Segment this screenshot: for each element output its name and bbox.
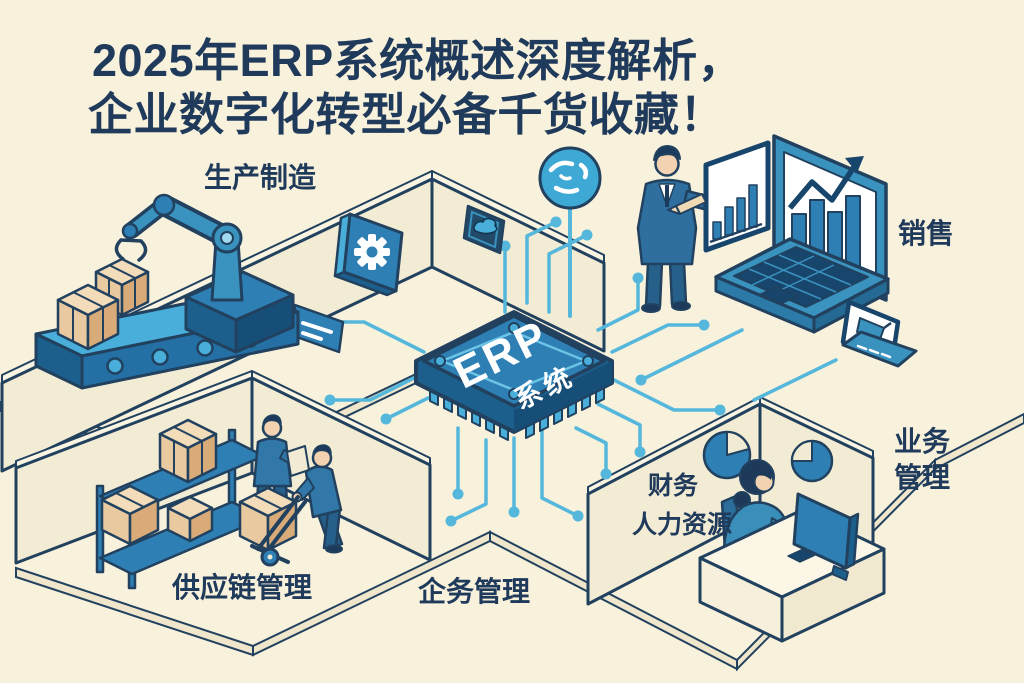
label-supply-chain: 供应链管理 bbox=[172, 572, 313, 603]
title-line-1: 2025年ERP系统概述深度解析， bbox=[92, 35, 744, 86]
warehouse-vignette bbox=[95, 414, 344, 590]
label-human-resources: 人力资源 bbox=[632, 511, 733, 539]
shop-laptop bbox=[840, 299, 918, 368]
bar-chart-icon bbox=[791, 195, 861, 272]
globe-icon bbox=[538, 146, 602, 210]
erp-chip bbox=[414, 310, 614, 441]
hair bbox=[653, 145, 681, 161]
carton-box-icon bbox=[238, 486, 298, 552]
carton-box-icon bbox=[94, 257, 150, 317]
wall-warehouse-right-face bbox=[250, 376, 432, 562]
circuit-traces bbox=[316, 208, 838, 527]
tie bbox=[665, 185, 669, 207]
pie-chart-icon bbox=[702, 430, 752, 480]
gripper bbox=[114, 238, 148, 262]
gear-plaque bbox=[333, 212, 404, 297]
cloud-plaque bbox=[462, 204, 506, 255]
cloud-icon bbox=[473, 217, 498, 235]
robot-arm-icon bbox=[114, 193, 244, 302]
hand-truck bbox=[238, 486, 307, 567]
laptop bbox=[714, 134, 890, 334]
trousers bbox=[644, 260, 664, 308]
conveyor-end bbox=[34, 332, 84, 390]
label-manufacturing: 生产制造 bbox=[204, 162, 317, 193]
warehouse-worker-pushing bbox=[291, 444, 344, 554]
suit-jacket bbox=[636, 178, 698, 266]
manufacturing-vignette bbox=[34, 193, 300, 390]
pencil-icon bbox=[667, 193, 707, 215]
chip-screws bbox=[434, 322, 594, 400]
chip-top bbox=[422, 314, 606, 408]
label-sales: 销售 bbox=[898, 218, 955, 249]
carton-box-icon bbox=[166, 495, 214, 543]
label-business-management-bottom: 企务管理 bbox=[418, 576, 531, 607]
title-line-2: 企业数字化转型必备千货收藏！ bbox=[88, 89, 726, 140]
label-business-management-right: 业务 管理 bbox=[894, 426, 951, 493]
gear-icon bbox=[354, 234, 390, 270]
monitor bbox=[792, 492, 860, 581]
trend-arrow-icon bbox=[787, 162, 859, 210]
carton-box-icon bbox=[158, 418, 218, 484]
bar-chart-panel bbox=[703, 140, 771, 253]
office-vignette bbox=[698, 430, 886, 643]
sales-vignette bbox=[667, 134, 918, 368]
pie-chart-icon bbox=[790, 439, 834, 483]
carton-box-icon bbox=[100, 484, 160, 546]
carton-box-icon bbox=[56, 283, 120, 351]
label-finance: 财务 bbox=[648, 472, 699, 500]
